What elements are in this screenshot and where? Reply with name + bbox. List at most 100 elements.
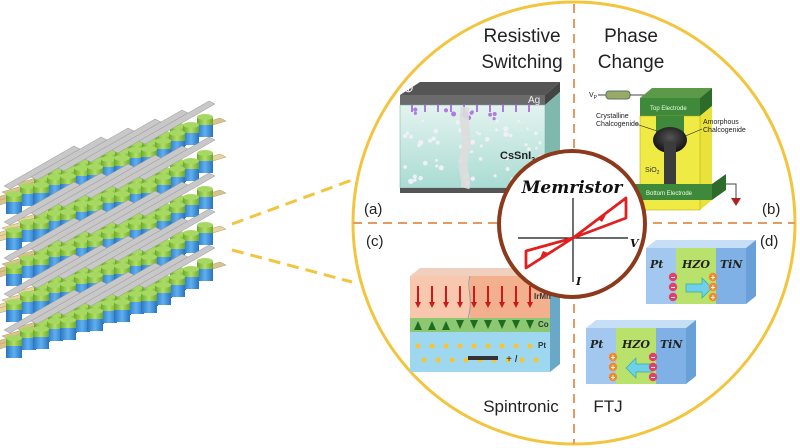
title-resistive: Resistive (483, 26, 560, 47)
i-axis-label: I (575, 275, 582, 288)
resistive-switching-device: ⊕ Ag CsSnI3 (399, 80, 560, 193)
top-electrode-label: Top Electrode (650, 106, 687, 112)
phase-change-device: VP Top Electrode SiO2 Bottom Electrode C… (589, 88, 746, 211)
ftj-device-top: Pt HZO TiN (646, 240, 756, 304)
memristor-pillar (169, 274, 185, 297)
spin-arrows (414, 286, 539, 363)
ftj-bottom-hzo: HZO (621, 338, 650, 351)
sio2-label: SiO2 (645, 167, 660, 176)
memristor-pillar (6, 227, 22, 250)
memristor-iv-plot: Memristor V I (497, 149, 647, 299)
electrode-bar (111, 181, 189, 226)
memristor-pillar (6, 263, 22, 286)
tag-c: (c) (366, 233, 384, 250)
tag-d: (d) (760, 233, 778, 250)
current-label: + I (506, 354, 518, 365)
memristor-pillar (128, 291, 144, 314)
csSnI3-label: CsSnI3 (500, 150, 535, 164)
electrode-bar (57, 271, 135, 316)
electrode-bar (3, 253, 81, 298)
memristor-pillar (60, 317, 76, 340)
memristor-pillar (197, 258, 213, 281)
hysteresis-loop (524, 196, 628, 270)
pt-label: Pt (538, 341, 546, 350)
memristor-pillar (183, 122, 199, 145)
electrode-bar (57, 199, 135, 244)
electrode-bar (111, 253, 189, 298)
memristor-pillar (197, 150, 213, 173)
ftj-bottom-tin: TiN (660, 338, 683, 351)
ag-label: Ag (528, 95, 540, 106)
bottom-electrode-label: Bottom Electrode (646, 191, 693, 197)
memristor-pillar (20, 327, 36, 350)
svg-text:−: − (651, 353, 656, 362)
memristor-pillar (183, 230, 199, 253)
memristor-title: Memristor (521, 178, 624, 198)
memristor-pillar (74, 309, 90, 332)
title-switching: Switching (481, 52, 562, 73)
svg-text:−: − (671, 283, 676, 292)
crystalline-label-1: Crystalline (596, 113, 629, 120)
svg-text:+: + (711, 273, 716, 282)
electrode-bar (57, 127, 135, 172)
svg-text:+: + (611, 363, 616, 372)
electrode-bar (3, 145, 81, 190)
electrode-bar (84, 118, 162, 163)
amorphous-label-1: Amorphous (703, 119, 739, 126)
electrode-bar (30, 244, 108, 289)
tag-b: (b) (762, 201, 780, 218)
ftj-top-hzo: HZO (681, 258, 710, 271)
title-change: Change (598, 52, 665, 73)
ftj-top-tin: TiN (720, 258, 743, 271)
electrode-bar (30, 280, 108, 325)
memristor-pillar (33, 326, 49, 349)
memristor-pillar (87, 308, 103, 331)
electrode-bar (111, 109, 189, 154)
co-label: Co (538, 320, 549, 329)
electrode-bar (30, 172, 108, 217)
vp-label: VP (589, 92, 598, 101)
electrode-bar (3, 217, 81, 262)
plus-terminal-icon: ⊕ (403, 80, 414, 95)
memristor-pillar (197, 186, 213, 209)
electrode-bar (84, 154, 162, 199)
electrode-bar (138, 100, 216, 145)
svg-text:+: + (611, 353, 616, 362)
irmn-label: IrMn (534, 292, 551, 301)
spintronic-device: + I IrMn Co Pt (410, 268, 560, 372)
ftj-top-pt: Pt (649, 258, 663, 271)
memristor-pillar (47, 246, 63, 269)
memristor-pillar (183, 194, 199, 217)
memristor-pillar (20, 291, 36, 314)
memristor-pillar (183, 158, 199, 181)
svg-text:+: + (711, 283, 716, 292)
memristor-pillar (114, 299, 130, 322)
crystalline-label-2: Chalcogenide (596, 121, 639, 128)
svg-text:−: − (651, 373, 656, 382)
memristor-pillar (20, 219, 36, 242)
amorphous-label-2: Chalcogenide (703, 127, 746, 134)
memristor-pillar (47, 318, 63, 341)
title-phase: Phase (604, 26, 658, 47)
tag-a: (a) (364, 201, 382, 218)
memristor-pillar (20, 255, 36, 278)
svg-text:−: − (651, 363, 656, 372)
electrode-bar (30, 208, 108, 253)
svg-text:−: − (671, 293, 676, 302)
v-axis-label: V (630, 237, 640, 250)
electrode-bar (111, 145, 189, 190)
memristor-pillar (197, 222, 213, 245)
electrode-bar (57, 235, 135, 280)
electrode-bar (84, 226, 162, 271)
memristor-pillar (6, 335, 22, 358)
memristor-pillar (183, 266, 199, 289)
title-ftj: FTJ (593, 397, 622, 416)
memristor-pillar (6, 299, 22, 322)
memristor-pillar (141, 290, 157, 313)
svg-text:−: − (671, 273, 676, 282)
memristor-pillar (101, 300, 117, 323)
ftj-charge-markers: −++−−++−−++− (608, 272, 718, 382)
ftj-device-bottom: Pt HZO TiN (586, 320, 696, 384)
electrode-bar (111, 217, 189, 262)
